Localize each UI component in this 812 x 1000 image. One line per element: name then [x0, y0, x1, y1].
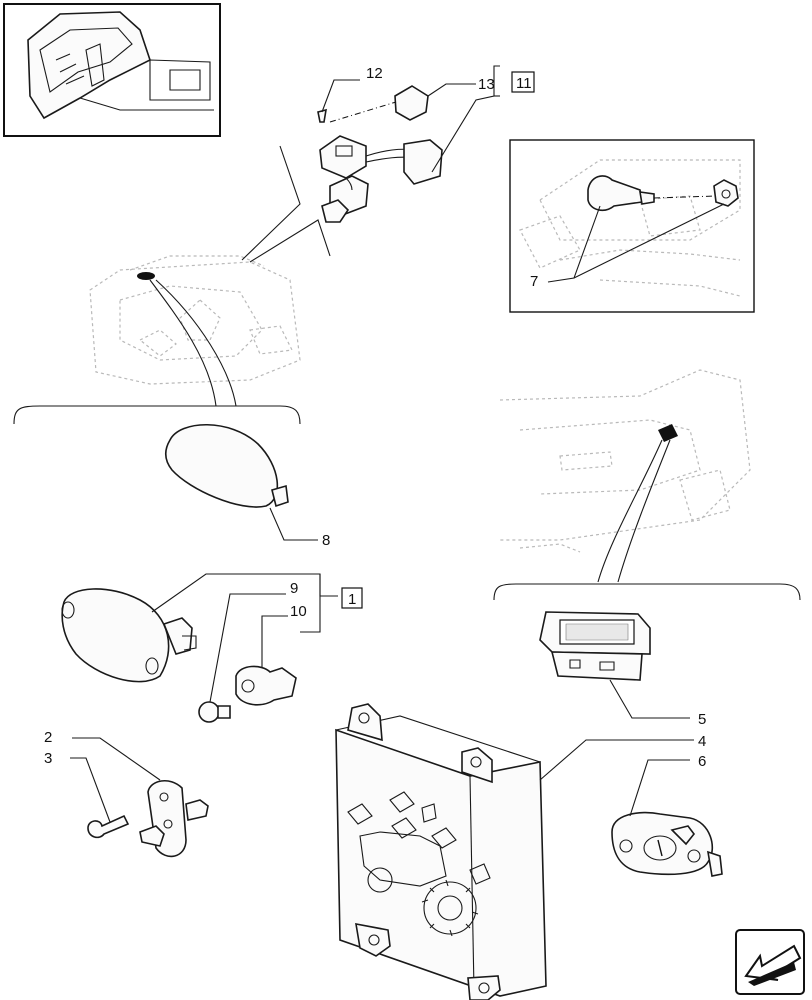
- callout-7: 7: [530, 273, 538, 290]
- callout-11: 11: [516, 75, 532, 92]
- callout-12: 12: [366, 65, 383, 82]
- callout-6: 6: [698, 753, 706, 770]
- callout-10: 10: [290, 603, 307, 620]
- part-1-interior-lamp: [61, 573, 338, 683]
- part-2-bracket: [72, 737, 209, 858]
- part-10-bulb-holder: [235, 615, 297, 706]
- callout-13: 13: [478, 76, 495, 93]
- cab-ghost-view-right: [493, 369, 801, 601]
- callout-9: 9: [290, 580, 298, 597]
- callout-4: 4: [698, 733, 706, 750]
- arrow-left-down-icon[interactable]: [735, 929, 805, 995]
- part-3-screw: [70, 757, 130, 839]
- part-9-bulb: [198, 593, 286, 723]
- callout-2: 2: [44, 729, 52, 746]
- part-5-rocker-switch: [539, 611, 690, 719]
- inset-cab-interior: [3, 3, 221, 137]
- part-6-push-switch: [611, 759, 723, 877]
- callout-5: 5: [698, 711, 706, 728]
- callout-8: 8: [322, 532, 330, 549]
- callout-1: 1: [348, 591, 356, 608]
- callout-3: 3: [44, 750, 52, 767]
- inset-plug-socket: [509, 139, 755, 313]
- part-8-lens-cover: [164, 424, 318, 541]
- switch-assembly: [317, 65, 500, 223]
- cab-ghost-view-left: [13, 145, 331, 425]
- part-4-control-unit: [335, 703, 694, 1000]
